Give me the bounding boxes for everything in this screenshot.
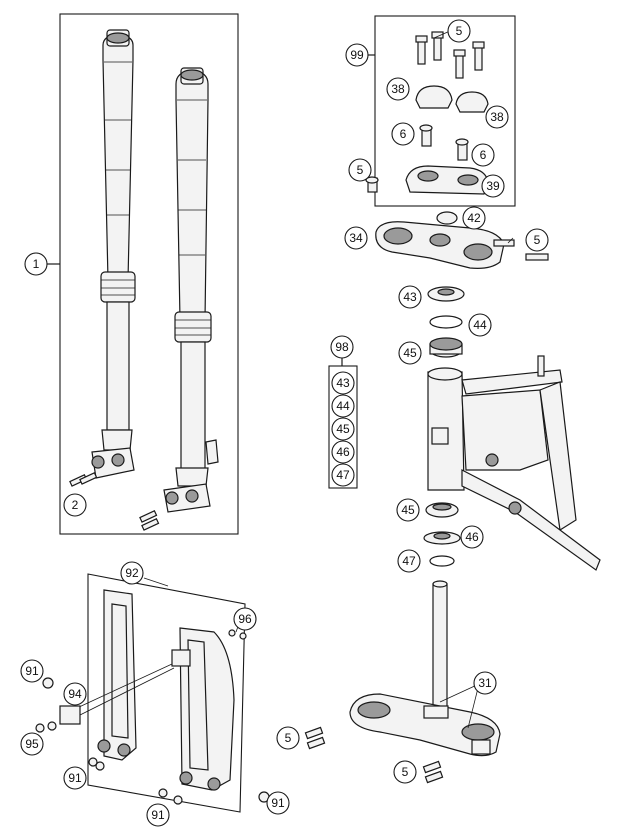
callout-label: 1 xyxy=(33,257,40,271)
callout-label: 44 xyxy=(473,318,487,332)
callout-6a: 6 xyxy=(391,122,415,146)
callout-label: 47 xyxy=(402,554,416,568)
bolt-5-side xyxy=(365,176,379,193)
callout-5c: 5 xyxy=(525,228,549,252)
fork-protector-frame xyxy=(87,573,246,813)
left-fork-leg xyxy=(91,29,136,479)
callout-label: 6 xyxy=(400,127,407,141)
callout-label: 98 xyxy=(335,340,349,354)
callout-94: 94 xyxy=(63,682,87,706)
callout-label: 46 xyxy=(465,530,479,544)
callout-5d: 5 xyxy=(276,726,300,750)
callout-label: 91 xyxy=(25,664,39,678)
clamp-kit-frame xyxy=(374,15,516,207)
callout-39: 39 xyxy=(481,174,505,198)
callout-99: 99 xyxy=(345,43,369,67)
callout-label: 42 xyxy=(467,211,481,225)
callout-46b: 46 xyxy=(460,525,484,549)
callout-31: 31 xyxy=(473,671,497,695)
callout-label: 2 xyxy=(72,498,79,512)
callout-98: 98 xyxy=(330,335,354,359)
callout-label: 46 xyxy=(336,445,350,459)
callout-label: 94 xyxy=(68,687,82,701)
callout-44b: 44 xyxy=(331,394,355,418)
callout-label: 91 xyxy=(68,771,82,785)
callout-2: 2 xyxy=(63,493,87,517)
clamp-kit-parts xyxy=(405,31,489,195)
upper-triple-clamp xyxy=(375,211,549,269)
callout-label: 43 xyxy=(336,376,350,390)
lower-bearing-parts xyxy=(423,502,461,567)
callout-label: 99 xyxy=(350,48,364,62)
callout-46a: 46 xyxy=(331,440,355,464)
callout-label: 95 xyxy=(25,737,39,751)
callout-label: 45 xyxy=(401,503,415,517)
callout-5b: 5 xyxy=(348,158,372,182)
right-fork-leg xyxy=(163,67,219,513)
callout-91c: 91 xyxy=(146,803,170,827)
callout-1: 1 xyxy=(24,252,48,276)
callout-label: 47 xyxy=(336,468,350,482)
fork-group-frame xyxy=(59,13,239,535)
callout-label: 5 xyxy=(456,24,463,38)
callout-6b: 6 xyxy=(471,143,495,167)
callout-label: 38 xyxy=(490,110,504,124)
callout-45c: 45 xyxy=(396,498,420,522)
callout-92: 92 xyxy=(120,561,144,585)
callout-label: 92 xyxy=(125,566,139,580)
callout-34: 34 xyxy=(344,226,368,250)
callout-47b: 47 xyxy=(397,549,421,573)
callout-label: 91 xyxy=(271,796,285,810)
lower-triple-clamp xyxy=(349,580,501,757)
callout-label: 39 xyxy=(486,179,500,193)
callout-91b: 91 xyxy=(63,766,87,790)
callout-label: 34 xyxy=(349,231,363,245)
callout-96: 96 xyxy=(233,607,257,631)
callout-label: 5 xyxy=(357,163,364,177)
callout-5a: 5 xyxy=(447,19,471,43)
callout-43b: 43 xyxy=(331,371,355,395)
callout-label: 6 xyxy=(480,148,487,162)
motorcycle-frame xyxy=(427,355,601,571)
callout-38b: 38 xyxy=(485,105,509,129)
fork-protectors xyxy=(59,589,235,791)
lower-bolts-5 xyxy=(304,726,444,784)
callout-38a: 38 xyxy=(386,77,410,101)
callout-91d: 91 xyxy=(266,791,290,815)
callout-91a: 91 xyxy=(20,659,44,683)
fork-screws-2 xyxy=(69,472,160,531)
callout-label: 5 xyxy=(534,233,541,247)
callout-label: 96 xyxy=(238,612,252,626)
upper-bearing-parts xyxy=(427,286,465,358)
callout-label: 38 xyxy=(391,82,405,96)
callout-95: 95 xyxy=(20,732,44,756)
callout-label: 43 xyxy=(403,290,417,304)
callout-47a: 47 xyxy=(331,463,355,487)
callout-label: 45 xyxy=(403,346,417,360)
callout-label: 5 xyxy=(285,731,292,745)
callout-label: 44 xyxy=(336,399,350,413)
callout-5e: 5 xyxy=(393,760,417,784)
callout-label: 45 xyxy=(336,422,350,436)
protector-bolts xyxy=(35,629,270,805)
kit-98-frame xyxy=(328,365,358,489)
callout-label: 31 xyxy=(478,676,492,690)
callout-42: 42 xyxy=(462,206,486,230)
callout-label: 5 xyxy=(402,765,409,779)
callout-45a: 45 xyxy=(398,341,422,365)
callout-44a: 44 xyxy=(468,313,492,337)
callout-45b: 45 xyxy=(331,417,355,441)
callout-43a: 43 xyxy=(398,285,422,309)
callout-label: 91 xyxy=(151,808,165,822)
